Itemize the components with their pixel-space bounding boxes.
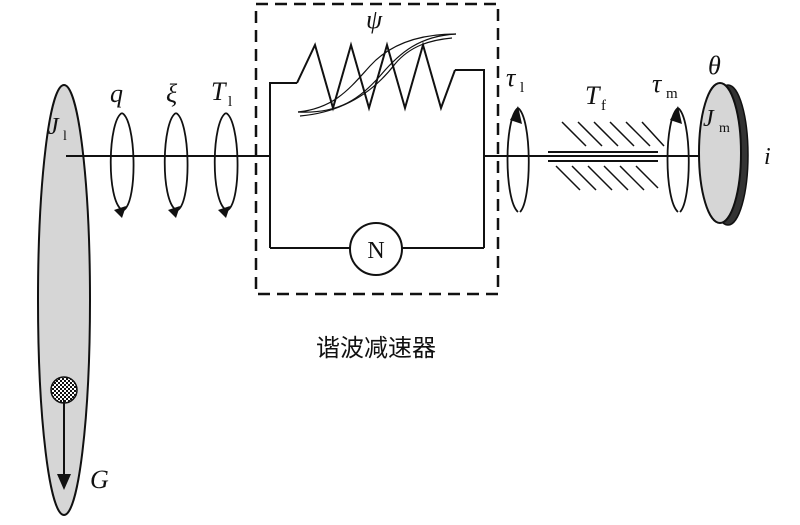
label-tau-l-sub: l [520, 80, 524, 96]
n-element [349, 222, 403, 276]
label-tau-l-main: τ [506, 63, 517, 92]
label-q: q [110, 79, 123, 108]
label-tl-sub: l [228, 94, 232, 110]
spring-element [296, 41, 456, 112]
label-i: i [764, 144, 771, 170]
motor-rotor-disk [698, 82, 742, 224]
label-tau-m-sub: m [666, 86, 678, 102]
rotation-arrow-tl [213, 112, 239, 218]
rotation-arrow-q [109, 112, 135, 218]
label-jm-sub: m [719, 121, 730, 136]
friction-element [548, 121, 665, 191]
label-tf-main: T [585, 81, 601, 110]
rotation-arrow-tau-l [506, 106, 530, 213]
label-psi: ψ [366, 5, 383, 34]
link-body [37, 84, 91, 516]
gravity-arrowhead [57, 474, 71, 490]
label-jl-main: J [48, 114, 60, 140]
label-theta: θ [708, 51, 721, 80]
hysteresis-curve [297, 33, 457, 117]
label-jl-sub: l [63, 129, 67, 144]
internal-frame [269, 82, 297, 131]
rotation-arrow-tau-m [666, 106, 690, 213]
label-xi: ξ [166, 79, 178, 108]
frame-right [455, 69, 485, 248]
rotation-arrow-xi [163, 112, 189, 218]
harmonic-reducer-box [254, 2, 500, 296]
center-of-mass-marker [50, 376, 78, 404]
caption-harmonic-reducer: 谐波减速器 [316, 334, 436, 362]
label-n: N [367, 238, 384, 264]
label-jm-main: J [703, 106, 715, 132]
label-g: G [90, 465, 109, 494]
label-tf-sub: f [601, 98, 606, 114]
label-tau-m-main: τ [652, 69, 663, 98]
label-tl-main: T [211, 77, 227, 106]
